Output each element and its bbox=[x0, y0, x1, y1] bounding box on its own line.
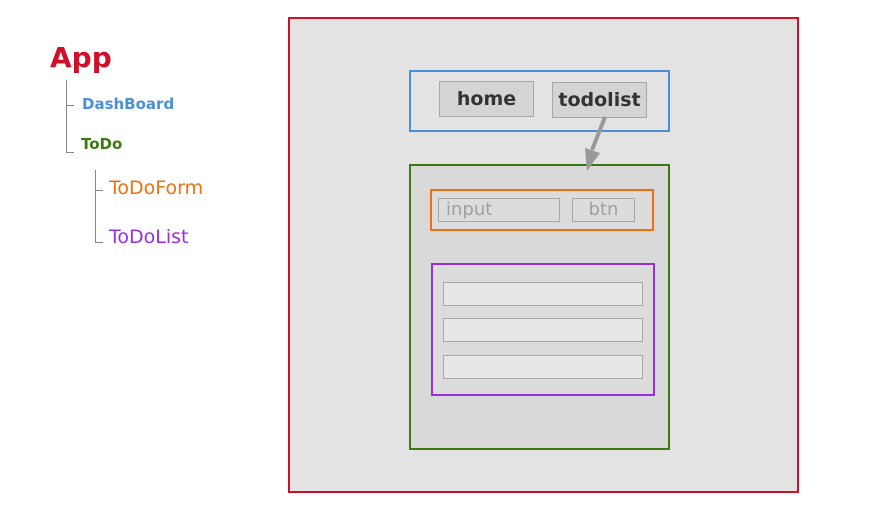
tree-connector-dashboard bbox=[66, 105, 74, 106]
tree-connector-todo-children bbox=[95, 170, 96, 243]
list-item bbox=[443, 282, 643, 306]
list-item bbox=[443, 318, 643, 342]
tree-node-todoform: ToDoForm bbox=[109, 177, 204, 199]
list-item bbox=[443, 355, 643, 379]
tree-connector-todo bbox=[66, 152, 74, 153]
tree-node-todo: ToDo bbox=[81, 135, 123, 153]
tree-connector-app bbox=[66, 80, 67, 153]
tree-connector-todolist bbox=[95, 242, 103, 243]
todolist-button[interactable]: todolist bbox=[552, 82, 647, 118]
todo-submit-button[interactable]: btn bbox=[572, 198, 635, 222]
tree-node-dashboard: DashBoard bbox=[82, 95, 175, 113]
tree-node-todolist: ToDoList bbox=[109, 226, 189, 248]
tree-node-app: App bbox=[50, 41, 112, 74]
todo-input[interactable]: input bbox=[438, 198, 560, 222]
tree-connector-todoform bbox=[95, 190, 103, 191]
home-button[interactable]: home bbox=[439, 81, 534, 117]
